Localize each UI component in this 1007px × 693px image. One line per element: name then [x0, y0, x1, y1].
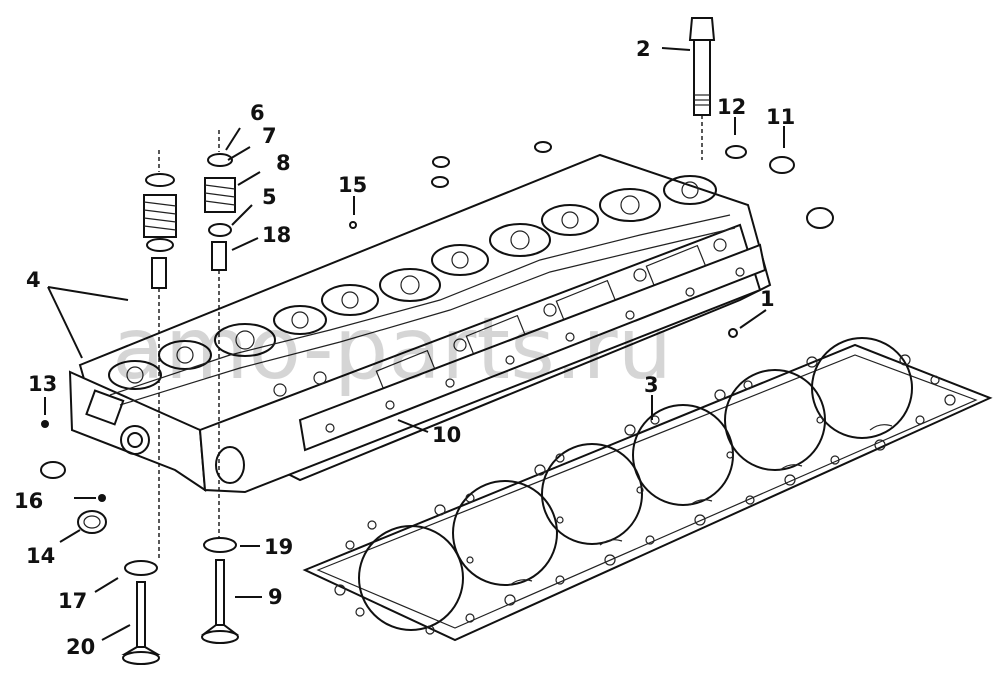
seal-ring-icon — [40, 461, 66, 479]
ball-icon — [41, 420, 49, 428]
seal-ring-icon — [203, 537, 237, 553]
callout-10: 10 — [432, 423, 461, 447]
callout-19: 19 — [264, 535, 293, 559]
callout-20: 20 — [66, 635, 95, 659]
callout-3: 3 — [644, 373, 659, 397]
callout-2: 2 — [636, 37, 651, 61]
plug-icon — [725, 145, 747, 159]
valve-icon — [121, 581, 161, 665]
seal-ring-icon — [77, 510, 107, 534]
watermark: amo-parts.ru — [112, 299, 672, 399]
spring-icon — [204, 130, 236, 540]
plug-icon — [431, 176, 449, 188]
valve-icon — [201, 559, 239, 644]
bolt-icon — [688, 17, 716, 160]
callout-13: 13 — [28, 372, 57, 396]
callout-6: 6 — [250, 101, 265, 125]
spring-icon — [143, 150, 177, 560]
callout-8: 8 — [276, 151, 291, 175]
plug-icon — [534, 141, 552, 153]
callout-12: 12 — [717, 95, 746, 119]
ball-icon — [349, 221, 357, 229]
plug-icon — [769, 156, 795, 174]
plug-icon — [432, 156, 450, 168]
callout-5: 5 — [262, 185, 277, 209]
seal-ring-icon — [124, 560, 158, 576]
callout-16: 16 — [14, 489, 43, 513]
callout-11: 11 — [766, 105, 795, 129]
callout-14: 14 — [26, 544, 55, 568]
callout-4: 4 — [26, 268, 41, 292]
callout-9: 9 — [268, 585, 283, 609]
ball-icon — [98, 494, 106, 502]
callout-1: 1 — [760, 287, 775, 311]
callout-17: 17 — [58, 589, 87, 613]
plug-icon — [806, 207, 834, 229]
leader-lines — [44, 47, 785, 641]
cylinder-head-icon — [68, 153, 772, 494]
screw-icon — [728, 328, 738, 338]
callout-7: 7 — [262, 124, 277, 148]
callout-18: 18 — [262, 223, 291, 247]
callout-15: 15 — [338, 173, 367, 197]
head-gasket-icon — [302, 337, 993, 642]
